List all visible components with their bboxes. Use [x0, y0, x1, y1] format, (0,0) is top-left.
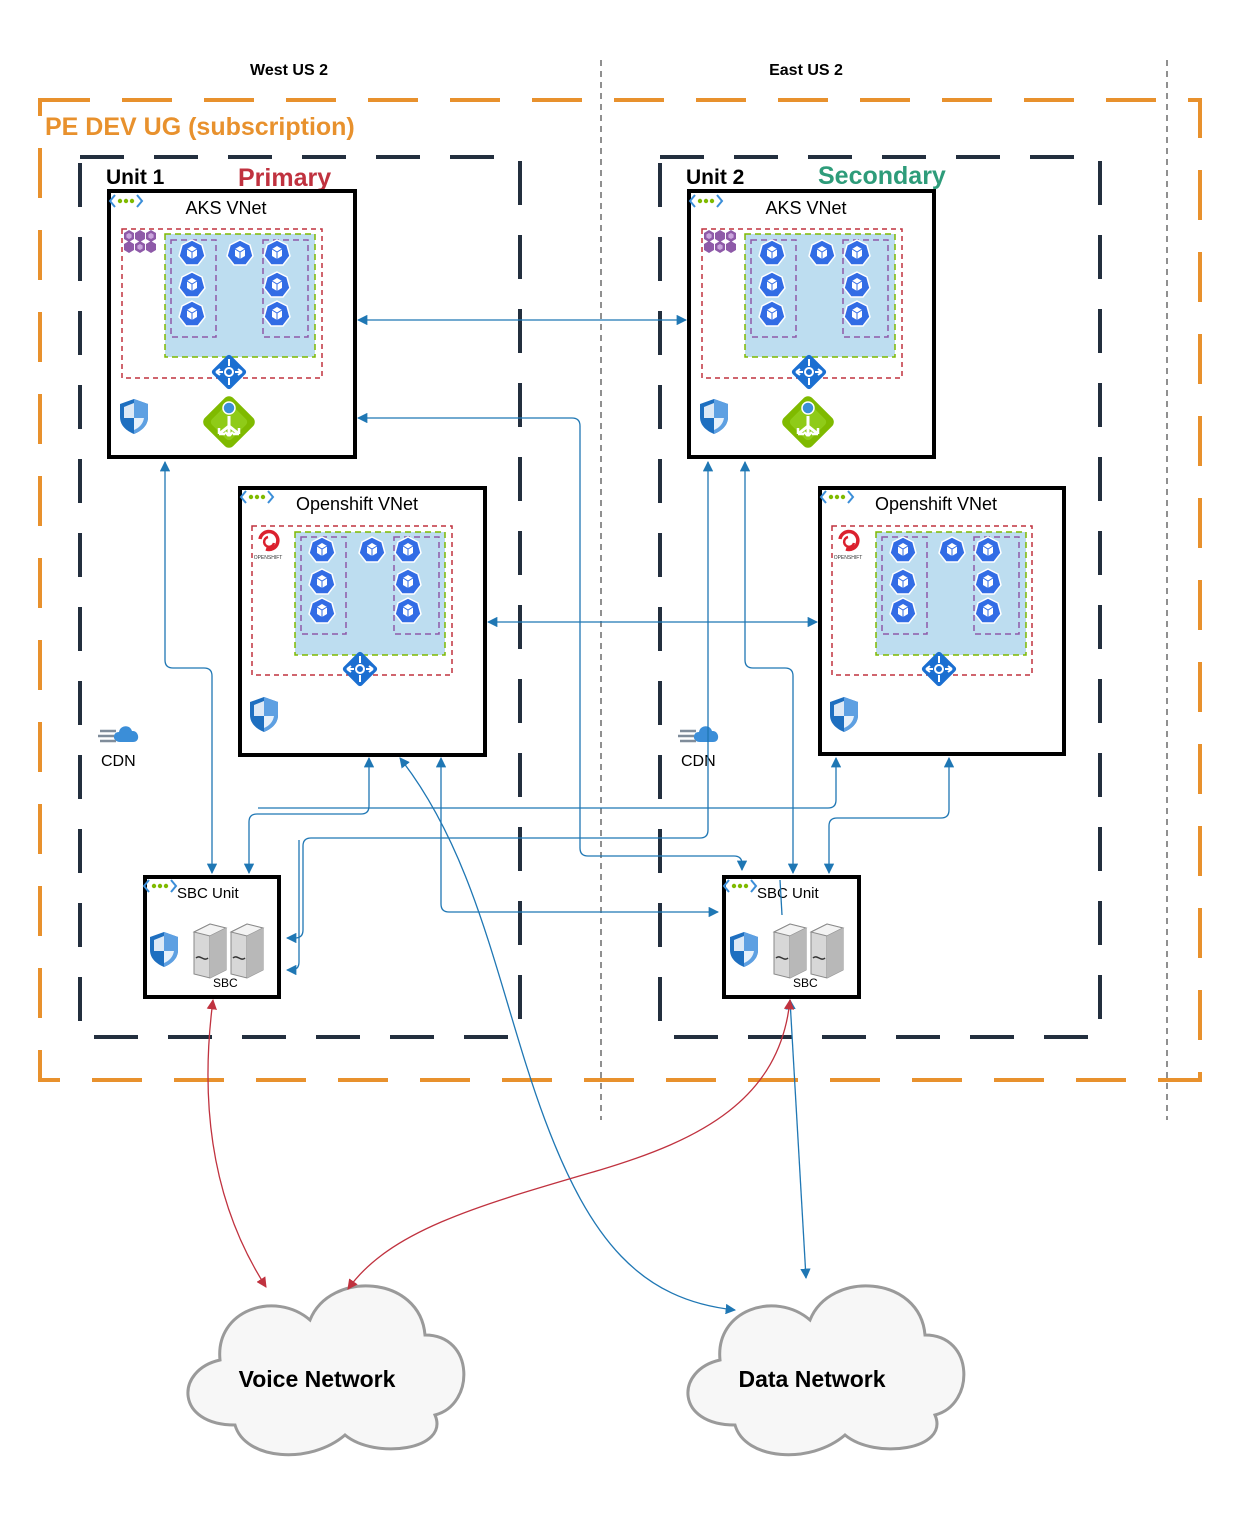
voice-network-cloud: Voice Network	[186, 1284, 466, 1457]
openshift-vnet-label: Openshift VNet	[875, 494, 997, 514]
sbc-unit2: SBC Unit SBC	[722, 875, 861, 999]
kubernetes-pod-icon	[263, 239, 291, 266]
data-network-label: Data Network	[739, 1366, 886, 1392]
sbc-unit-label: SBC Unit	[177, 885, 240, 902]
sbc-label: SBC	[213, 976, 238, 990]
cdn-label: CDN	[101, 753, 136, 770]
kubernetes-pod-icon	[974, 568, 1002, 595]
aks-icon	[704, 230, 736, 253]
link-os2-west	[258, 756, 842, 809]
link-os1-sbc1	[243, 756, 375, 875]
kubernetes-pod-icon	[358, 536, 386, 563]
aks-icon	[124, 230, 156, 253]
kubernetes-pod-icon	[178, 271, 206, 298]
openshift-logo-text: OPENSHIFT	[834, 555, 863, 561]
kubernetes-pod-icon	[938, 536, 966, 563]
openshift-vnet-label: Openshift VNet	[296, 494, 418, 514]
server-icon	[193, 923, 227, 979]
kubernetes-pod-icon	[889, 536, 917, 563]
kubernetes-pod-icon	[758, 271, 786, 298]
kubernetes-pod-icon	[263, 300, 291, 327]
voice-network-label: Voice Network	[239, 1366, 396, 1392]
kubernetes-pod-icon	[394, 536, 422, 563]
kubernetes-pod-icon	[974, 536, 1002, 563]
kubernetes-pod-icon	[308, 536, 336, 563]
kubernetes-pod-icon	[178, 300, 206, 327]
link-sbc1-voice	[206, 998, 267, 1288]
region-label-east: East US 2	[769, 62, 843, 79]
server-icon	[773, 923, 807, 979]
cdn-icon	[96, 724, 140, 744]
openshift-vnet-unit1: Openshift VNet OPENSHIFT	[238, 486, 487, 757]
kubernetes-pod-icon	[758, 239, 786, 266]
aks-vnet-label: AKS VNet	[185, 198, 266, 218]
server-icon	[810, 923, 844, 979]
region-label-west: West US 2	[250, 62, 328, 79]
link-sbc2-voice	[347, 998, 795, 1290]
link-to-sbc1-lower	[285, 840, 300, 976]
kubernetes-pod-icon	[843, 239, 871, 266]
kubernetes-pod-icon	[758, 300, 786, 327]
openshift-vnet-unit2: Openshift VNet OPENSHIFT	[818, 486, 1066, 756]
cdn-icon	[676, 724, 720, 744]
kubernetes-pod-icon	[889, 568, 917, 595]
kubernetes-pod-icon	[808, 239, 836, 266]
cdn-unit1: CDN	[96, 724, 140, 770]
kubernetes-pod-icon	[178, 239, 206, 266]
unit1-role: Primary	[238, 164, 331, 192]
kubernetes-pod-icon	[394, 597, 422, 624]
data-network-cloud: Data Network	[686, 1284, 966, 1457]
link-sbc2-data	[785, 998, 811, 1280]
kubernetes-pod-icon	[263, 271, 291, 298]
connectors	[159, 314, 955, 1315]
kubernetes-pod-icon	[308, 568, 336, 595]
kubernetes-pod-icon	[974, 597, 1002, 624]
unit1-name: Unit 1	[106, 166, 165, 189]
unit2-name: Unit 2	[686, 166, 744, 189]
kubernetes-pod-icon	[226, 239, 254, 266]
sbc-unit-label: SBC Unit	[757, 885, 820, 902]
aks-vnet-unit2: AKS VNet	[687, 189, 936, 459]
openshift-logo-text: OPENSHIFT	[254, 555, 283, 561]
cdn-unit2: CDN	[676, 724, 720, 770]
link-os1-data	[399, 757, 737, 1315]
kubernetes-pod-icon	[308, 597, 336, 624]
aks-vnet-label: AKS VNet	[765, 198, 846, 218]
unit2-role: Secondary	[818, 162, 946, 190]
subscription-title: PE DEV UG (subscription)	[45, 113, 355, 141]
sbc-label: SBC	[793, 976, 818, 990]
kubernetes-pod-icon	[394, 568, 422, 595]
kubernetes-pod-icon	[843, 300, 871, 327]
aks-vnet-unit1: AKS VNet	[107, 189, 357, 459]
cdn-label: CDN	[681, 753, 716, 770]
sbc-unit1: SBC Unit SBC	[143, 875, 281, 999]
link-os2-sbc2	[823, 756, 955, 875]
link-sbc2-stub	[779, 879, 783, 916]
link-aks1-sbc1	[159, 460, 218, 875]
voice-connectors	[206, 998, 795, 1290]
link-aks2-sbc2	[739, 460, 799, 875]
kubernetes-pod-icon	[843, 271, 871, 298]
server-icon	[230, 923, 264, 979]
kubernetes-pod-icon	[889, 597, 917, 624]
